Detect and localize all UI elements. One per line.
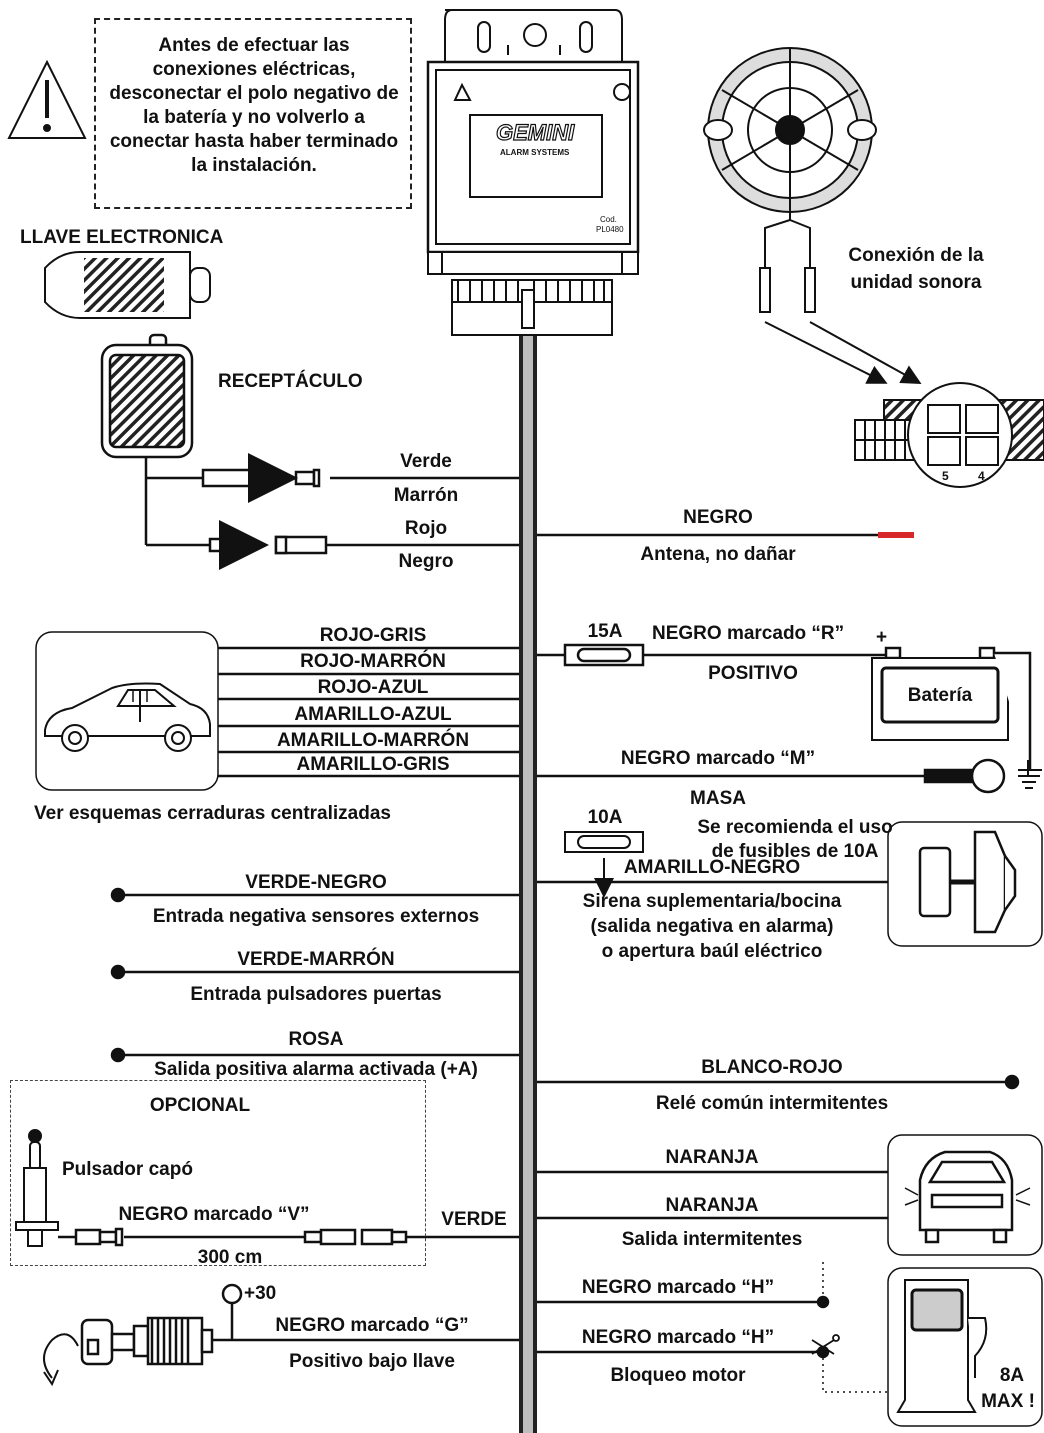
ignition-supply: +30 — [244, 1283, 277, 1304]
door-wire-label: ROJO-GRIS — [319, 625, 427, 646]
fuse-note-label: 10A — [587, 807, 623, 828]
ground-desc: MASA — [690, 788, 746, 809]
optional-wire-label: NEGRO marcado “V” — [118, 1204, 310, 1225]
optional-title: OPCIONAL — [149, 1095, 251, 1116]
module-code: PL0480 — [596, 225, 624, 234]
fuse-10a-icon — [564, 831, 644, 853]
ignition-desc: Positivo bajo llave — [289, 1351, 455, 1372]
siren-icon — [703, 47, 877, 313]
ignition-wire — [80, 1283, 519, 1366]
alarm-module — [426, 9, 640, 275]
immobilizer-wire-label: NEGRO marcado “H” — [581, 1277, 775, 1298]
battery-plus: + — [876, 627, 888, 648]
arrow-icon — [764, 321, 888, 384]
antenna-wire-label: NEGRO — [683, 507, 753, 528]
immobilizer-rating: 8A — [999, 1365, 1025, 1386]
wire-label-rojo: Rojo — [404, 518, 448, 539]
indicator-desc: Salida intermitentes — [621, 1229, 803, 1250]
left-wire-desc: Salida positiva alarma activada (+A) — [154, 1059, 478, 1080]
indicator-wires — [537, 1134, 1043, 1256]
warning-box — [94, 18, 412, 209]
siren-ext-desc: (salida negativa en alarma) — [590, 916, 834, 937]
warning-text: Antes de efectuar las conexiones eléctri… — [109, 35, 399, 176]
battery-label: Batería — [907, 685, 973, 706]
fuel-pump-icon — [896, 1279, 988, 1413]
ground-wire — [537, 758, 1040, 794]
module-code-label: Cod. — [600, 215, 617, 224]
siren-connector-icon — [854, 382, 1044, 488]
siren-ext-desc: Sirena suplementaria/bocina — [582, 891, 842, 912]
left-wire-label: ROSA — [288, 1029, 344, 1050]
door-wire-label: AMARILLO-AZUL — [294, 704, 452, 725]
indicator-wire-label: NARANJA — [665, 1147, 759, 1168]
module-brand: GEMINI — [496, 120, 575, 145]
door-caption: Ver esquemas cerraduras centralizadas — [34, 803, 391, 824]
door-wire-label: AMARILLO-GRIS — [296, 754, 450, 775]
main-harness — [519, 335, 537, 1433]
optional-length: 300 cm — [197, 1247, 263, 1268]
indicator-wire-label: NARANJA — [665, 1195, 759, 1216]
blinker-relay-desc: Relé común intermitentes — [655, 1093, 889, 1114]
door-wire-label: ROJO-MARRÓN — [300, 651, 446, 672]
receptacle-label: RECEPTÁCULO — [218, 371, 363, 392]
warning-icon — [7, 59, 87, 139]
electronic-key-icon — [44, 251, 211, 319]
battery-fuse-label: 15A — [587, 621, 623, 642]
blinker-relay-wire-label: BLANCO-ROJO — [701, 1057, 843, 1078]
left-wire-desc: Entrada negativa sensores externos — [152, 906, 480, 927]
door-wire-label: ROJO-AZUL — [317, 677, 429, 698]
siren-ext-wire-label: AMARILLO-NEGRO — [623, 857, 801, 878]
wire-label-marron: Marrón — [393, 485, 459, 506]
optional-wire — [58, 1227, 519, 1247]
arrow-icon — [809, 321, 922, 384]
wire-label-negro: Negro — [398, 551, 454, 572]
optional-main-wire: VERDE — [441, 1209, 507, 1230]
fuse-note-text: Se recomienda el uso — [697, 817, 893, 838]
immobilizer-rating: MAX ! — [981, 1391, 1035, 1412]
left-wire-label: VERDE-NEGRO — [245, 872, 387, 893]
module-sub: ALARM SYSTEMS — [500, 148, 570, 157]
ignition-wire-label: NEGRO marcado “G” — [275, 1315, 469, 1336]
fuse-note-text: de fusibles de 10A — [711, 841, 879, 862]
siren-ext-desc: o apertura baúl eléctrico — [601, 941, 823, 962]
battery-wire — [537, 643, 1032, 770]
antenna-desc: Antena, no dañar — [640, 544, 796, 565]
car-side-icon — [44, 682, 211, 752]
rotate-icon — [43, 1333, 79, 1387]
receptacle-wires — [144, 468, 519, 555]
receptacle-icon — [100, 333, 194, 478]
module-connector — [451, 279, 613, 336]
antenna-wire — [537, 532, 914, 538]
hood-switch-label: Pulsador capó — [62, 1159, 193, 1180]
immobilizer-desc: Bloqueo motor — [610, 1365, 746, 1386]
battery-desc: POSITIVO — [708, 663, 798, 684]
battery-wire-label: NEGRO marcado “R” — [652, 623, 845, 644]
siren-pin-5: 5 — [942, 469, 949, 483]
blinker-relay-wire — [537, 1074, 1020, 1090]
wire-label-verde: Verde — [400, 451, 452, 472]
hood-switch-icon — [15, 1129, 59, 1247]
immobilizer-wire-label: NEGRO marcado “H” — [581, 1327, 775, 1348]
left-wire-label: VERDE-MARRÓN — [237, 949, 395, 970]
left-wire-desc: Entrada pulsadores puertas — [190, 984, 442, 1005]
left-signal-wires — [110, 887, 519, 1063]
scissors-icon — [811, 1334, 840, 1355]
electronic-key-label: LLAVE ELECTRONICA — [20, 227, 224, 248]
siren-label-2: unidad sonora — [850, 272, 982, 293]
door-wire-label: AMARILLO-MARRÓN — [276, 730, 470, 751]
siren-pin-4: 4 — [978, 469, 985, 483]
ground-wire-label: NEGRO marcado “M” — [620, 748, 816, 769]
siren-label-1: Conexión de la — [848, 245, 984, 266]
optional-box — [10, 1080, 426, 1266]
